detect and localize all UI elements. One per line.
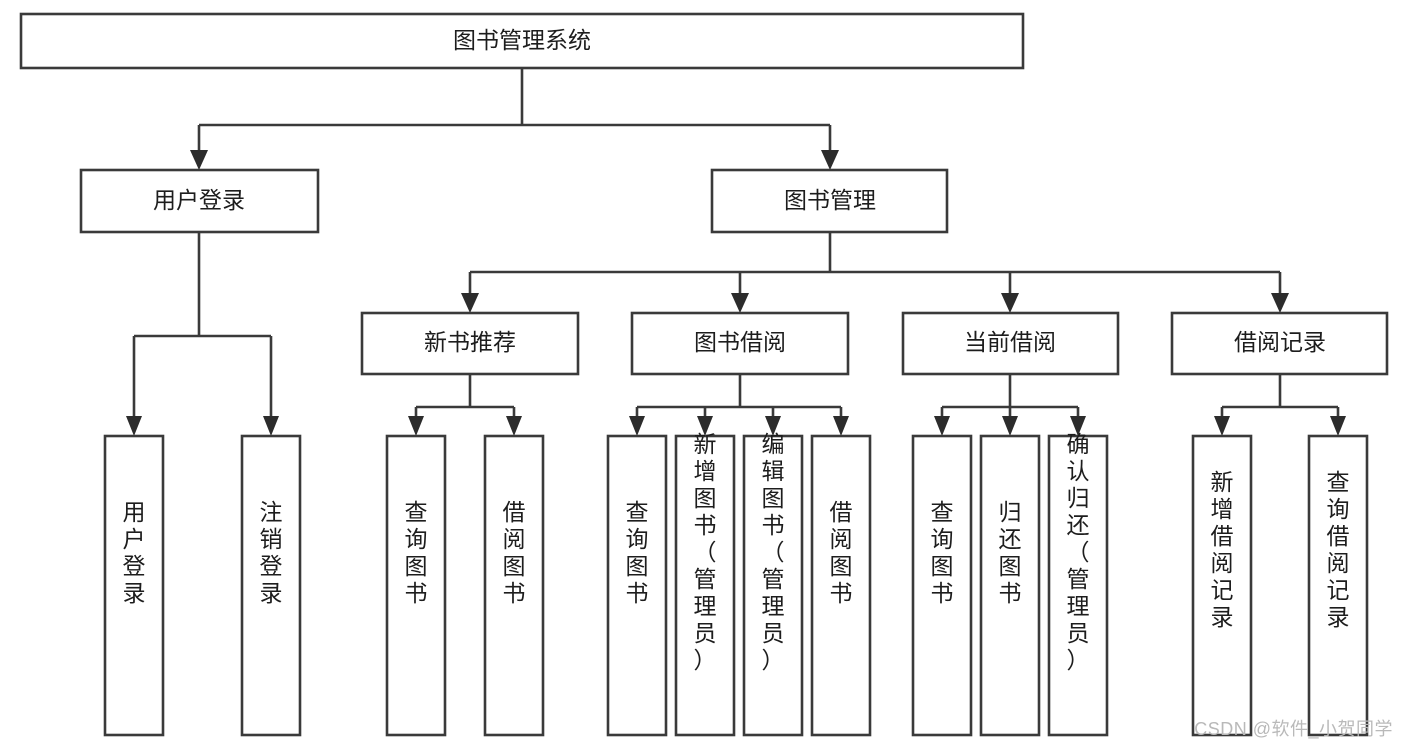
- node-new-book-recommend-label: 新书推荐: [424, 329, 516, 355]
- node-root[interactable]: 图书管理系统: [19, 12, 1025, 70]
- watermark-label: CSDN @软件_小贺同学: [1194, 719, 1393, 739]
- node-leaf-edit-book[interactable]: 编辑图书（管理员）: [742, 431, 804, 737]
- node-leaf-query-record[interactable]: 查询借阅记录: [1307, 434, 1369, 737]
- node-leaf-query-book-2[interactable]: 查询图书: [606, 434, 668, 737]
- node-leaf-add-record-label: 新增借阅记录: [1211, 469, 1234, 630]
- arrow-head-leaf-borrow-book-1: [506, 416, 522, 436]
- node-current-borrow-label: 当前借阅: [964, 329, 1056, 355]
- arrow-head-leaf-return-book: [1002, 416, 1018, 436]
- node-leaf-borrow-book-2[interactable]: 借阅图书: [810, 434, 872, 737]
- arrow-head-leaf-user-login: [126, 416, 142, 436]
- node-leaf-query-book-1[interactable]: 查询图书: [385, 434, 447, 737]
- node-leaf-query-book-3-label: 查询图书: [931, 499, 954, 606]
- node-root-label: 图书管理系统: [453, 27, 591, 53]
- node-current-borrow[interactable]: 当前借阅: [901, 311, 1120, 376]
- node-book-management-box[interactable]: [710, 168, 949, 234]
- arrow-head-leaf-query-book-1: [408, 416, 424, 436]
- node-leaf-edit-book-label: 编辑图书（管理员）: [762, 431, 785, 673]
- node-user-login-box[interactable]: [79, 168, 320, 234]
- node-leaf-add-book-label: 新增图书（管理员）: [694, 431, 717, 673]
- node-leaf-logout-login-label: 注销登录: [260, 499, 283, 606]
- node-leaf-confirm-return[interactable]: 确认归还（管理员）: [1047, 431, 1109, 737]
- arrow-head-leaf-query-record: [1330, 416, 1346, 436]
- node-leaf-borrow-book-1-label: 借阅图书: [503, 499, 526, 606]
- node-borrow-record[interactable]: 借阅记录: [1170, 311, 1389, 376]
- node-user-login-label: 用户登录: [153, 187, 245, 213]
- arrow-head-new-book-recommend: [461, 293, 479, 313]
- node-leaf-confirm-return-box[interactable]: [1047, 434, 1109, 737]
- arrow-head-leaf-query-book-3: [934, 416, 950, 436]
- node-new-book-recommend-box[interactable]: [360, 311, 580, 376]
- node-current-borrow-box[interactable]: [901, 311, 1120, 376]
- arrow-head-leaf-add-record: [1214, 416, 1230, 436]
- node-new-book-recommend[interactable]: 新书推荐: [360, 311, 580, 376]
- node-leaf-return-book-label: 归还图书: [999, 499, 1022, 606]
- node-leaf-logout-login[interactable]: 注销登录: [240, 434, 302, 737]
- node-leaf-query-book-3-box[interactable]: [911, 434, 973, 737]
- node-user-login[interactable]: 用户登录: [79, 168, 320, 234]
- node-leaf-query-book-2-label: 查询图书: [626, 499, 649, 606]
- node-leaf-borrow-book-1[interactable]: 借阅图书: [483, 434, 545, 737]
- node-root-box[interactable]: [19, 12, 1025, 70]
- arrow-head-borrow-record: [1271, 293, 1289, 313]
- node-leaf-query-book-1-box[interactable]: [385, 434, 447, 737]
- node-leaf-user-login-box[interactable]: [103, 434, 165, 737]
- node-borrow-record-label: 借阅记录: [1234, 329, 1326, 355]
- node-leaf-query-book-1-label: 查询图书: [405, 499, 428, 606]
- node-leaf-add-record-box[interactable]: [1191, 434, 1253, 737]
- node-leaf-return-book-box[interactable]: [979, 434, 1041, 737]
- node-leaf-logout-login-box[interactable]: [240, 434, 302, 737]
- node-leaf-user-login-label: 用户登录: [123, 499, 146, 606]
- arrow-head-current-borrow: [1001, 293, 1019, 313]
- node-leaf-add-book-box[interactable]: [674, 434, 736, 737]
- node-leaf-add-book[interactable]: 新增图书（管理员）: [674, 431, 736, 737]
- arrow-head-leaf-confirm-return: [1070, 416, 1086, 436]
- node-book-borrow[interactable]: 图书借阅: [630, 311, 850, 376]
- node-borrow-record-box[interactable]: [1170, 311, 1389, 376]
- node-leaf-borrow-book-2-label: 借阅图书: [830, 499, 853, 606]
- arrow-head-leaf-logout-login: [263, 416, 279, 436]
- node-leaf-edit-book-box[interactable]: [742, 434, 804, 737]
- node-leaf-return-book[interactable]: 归还图书: [979, 434, 1041, 737]
- connector-layer: [126, 68, 1346, 436]
- node-leaf-confirm-return-label: 确认归还（管理员）: [1067, 431, 1090, 673]
- node-leaf-borrow-book-1-box[interactable]: [483, 434, 545, 737]
- node-leaf-query-book-3[interactable]: 查询图书: [911, 434, 973, 737]
- node-book-borrow-box[interactable]: [630, 311, 850, 376]
- node-leaf-query-record-label: 查询借阅记录: [1327, 469, 1350, 630]
- arrow-head-book-borrow: [731, 293, 749, 313]
- node-book-management[interactable]: 图书管理: [710, 168, 949, 234]
- node-book-management-label: 图书管理: [784, 187, 876, 213]
- node-leaf-add-record[interactable]: 新增借阅记录: [1191, 434, 1253, 737]
- arrow-head-leaf-query-book-2: [629, 416, 645, 436]
- node-leaf-borrow-book-2-box[interactable]: [810, 434, 872, 737]
- node-leaf-query-book-2-box[interactable]: [606, 434, 668, 737]
- node-leaf-query-record-box[interactable]: [1307, 434, 1369, 737]
- arrow-head-leaf-add-book: [697, 416, 713, 436]
- arrow-head-leaf-edit-book: [765, 416, 781, 436]
- node-book-borrow-label: 图书借阅: [694, 329, 786, 355]
- arrow-head-book-management: [821, 150, 839, 170]
- arrow-head-user-login: [190, 150, 208, 170]
- node-leaf-user-login[interactable]: 用户登录: [103, 434, 165, 737]
- arrow-head-leaf-borrow-book-2: [833, 416, 849, 436]
